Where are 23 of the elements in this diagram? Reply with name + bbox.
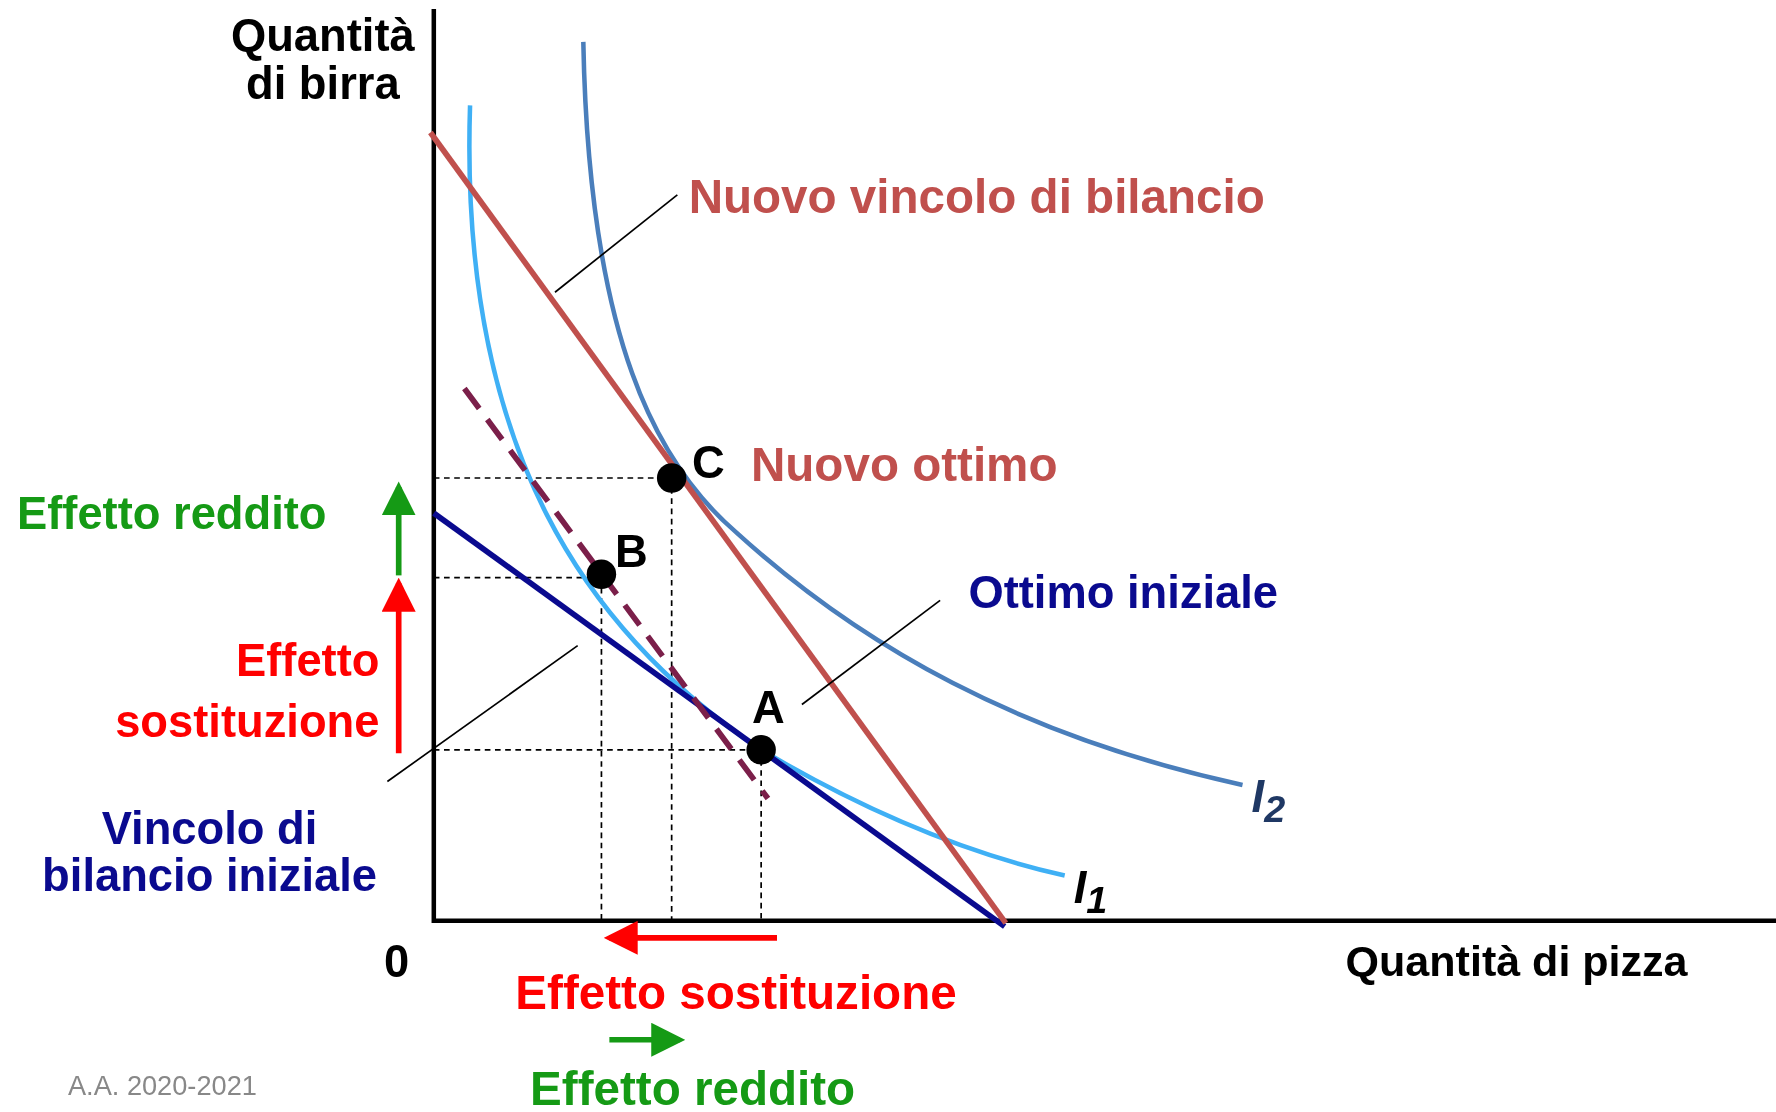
annotation-label: Effetto sostituzione <box>114 634 380 749</box>
point-label: B <box>615 527 648 576</box>
annotation-label: Nuovo ottimo <box>750 440 1058 491</box>
annotation-label: Nuovo vincolo di bilancio <box>688 172 1265 223</box>
point-marker <box>746 735 776 765</box>
annotation-label: Vincolo di bilancio iniziale <box>11 804 408 900</box>
annotation-label: Ottimo iniziale <box>968 568 1279 617</box>
axis-origin-label: 0 <box>383 937 410 986</box>
axis-title: Quantità di birra <box>229 11 416 107</box>
curve-label: I$_{2}$ <box>1251 772 1286 830</box>
point-label: A <box>752 683 785 731</box>
annotation-label: Effetto sostituzione <box>515 968 957 1019</box>
point-marker <box>586 559 617 589</box>
point-marker <box>656 463 687 493</box>
curve-label: I$_{1}$ <box>1073 863 1108 920</box>
annotation-label: Effetto reddito <box>17 489 327 537</box>
note-text: A.A. 2020-2021 <box>67 1071 257 1100</box>
leader-line <box>554 193 679 294</box>
point-label: C <box>692 438 725 486</box>
annotation-label: Effetto reddito <box>530 1064 856 1112</box>
leader-line <box>801 599 941 706</box>
axis-title: Quantità di pizza <box>1345 940 1688 986</box>
leader-line <box>386 644 579 783</box>
